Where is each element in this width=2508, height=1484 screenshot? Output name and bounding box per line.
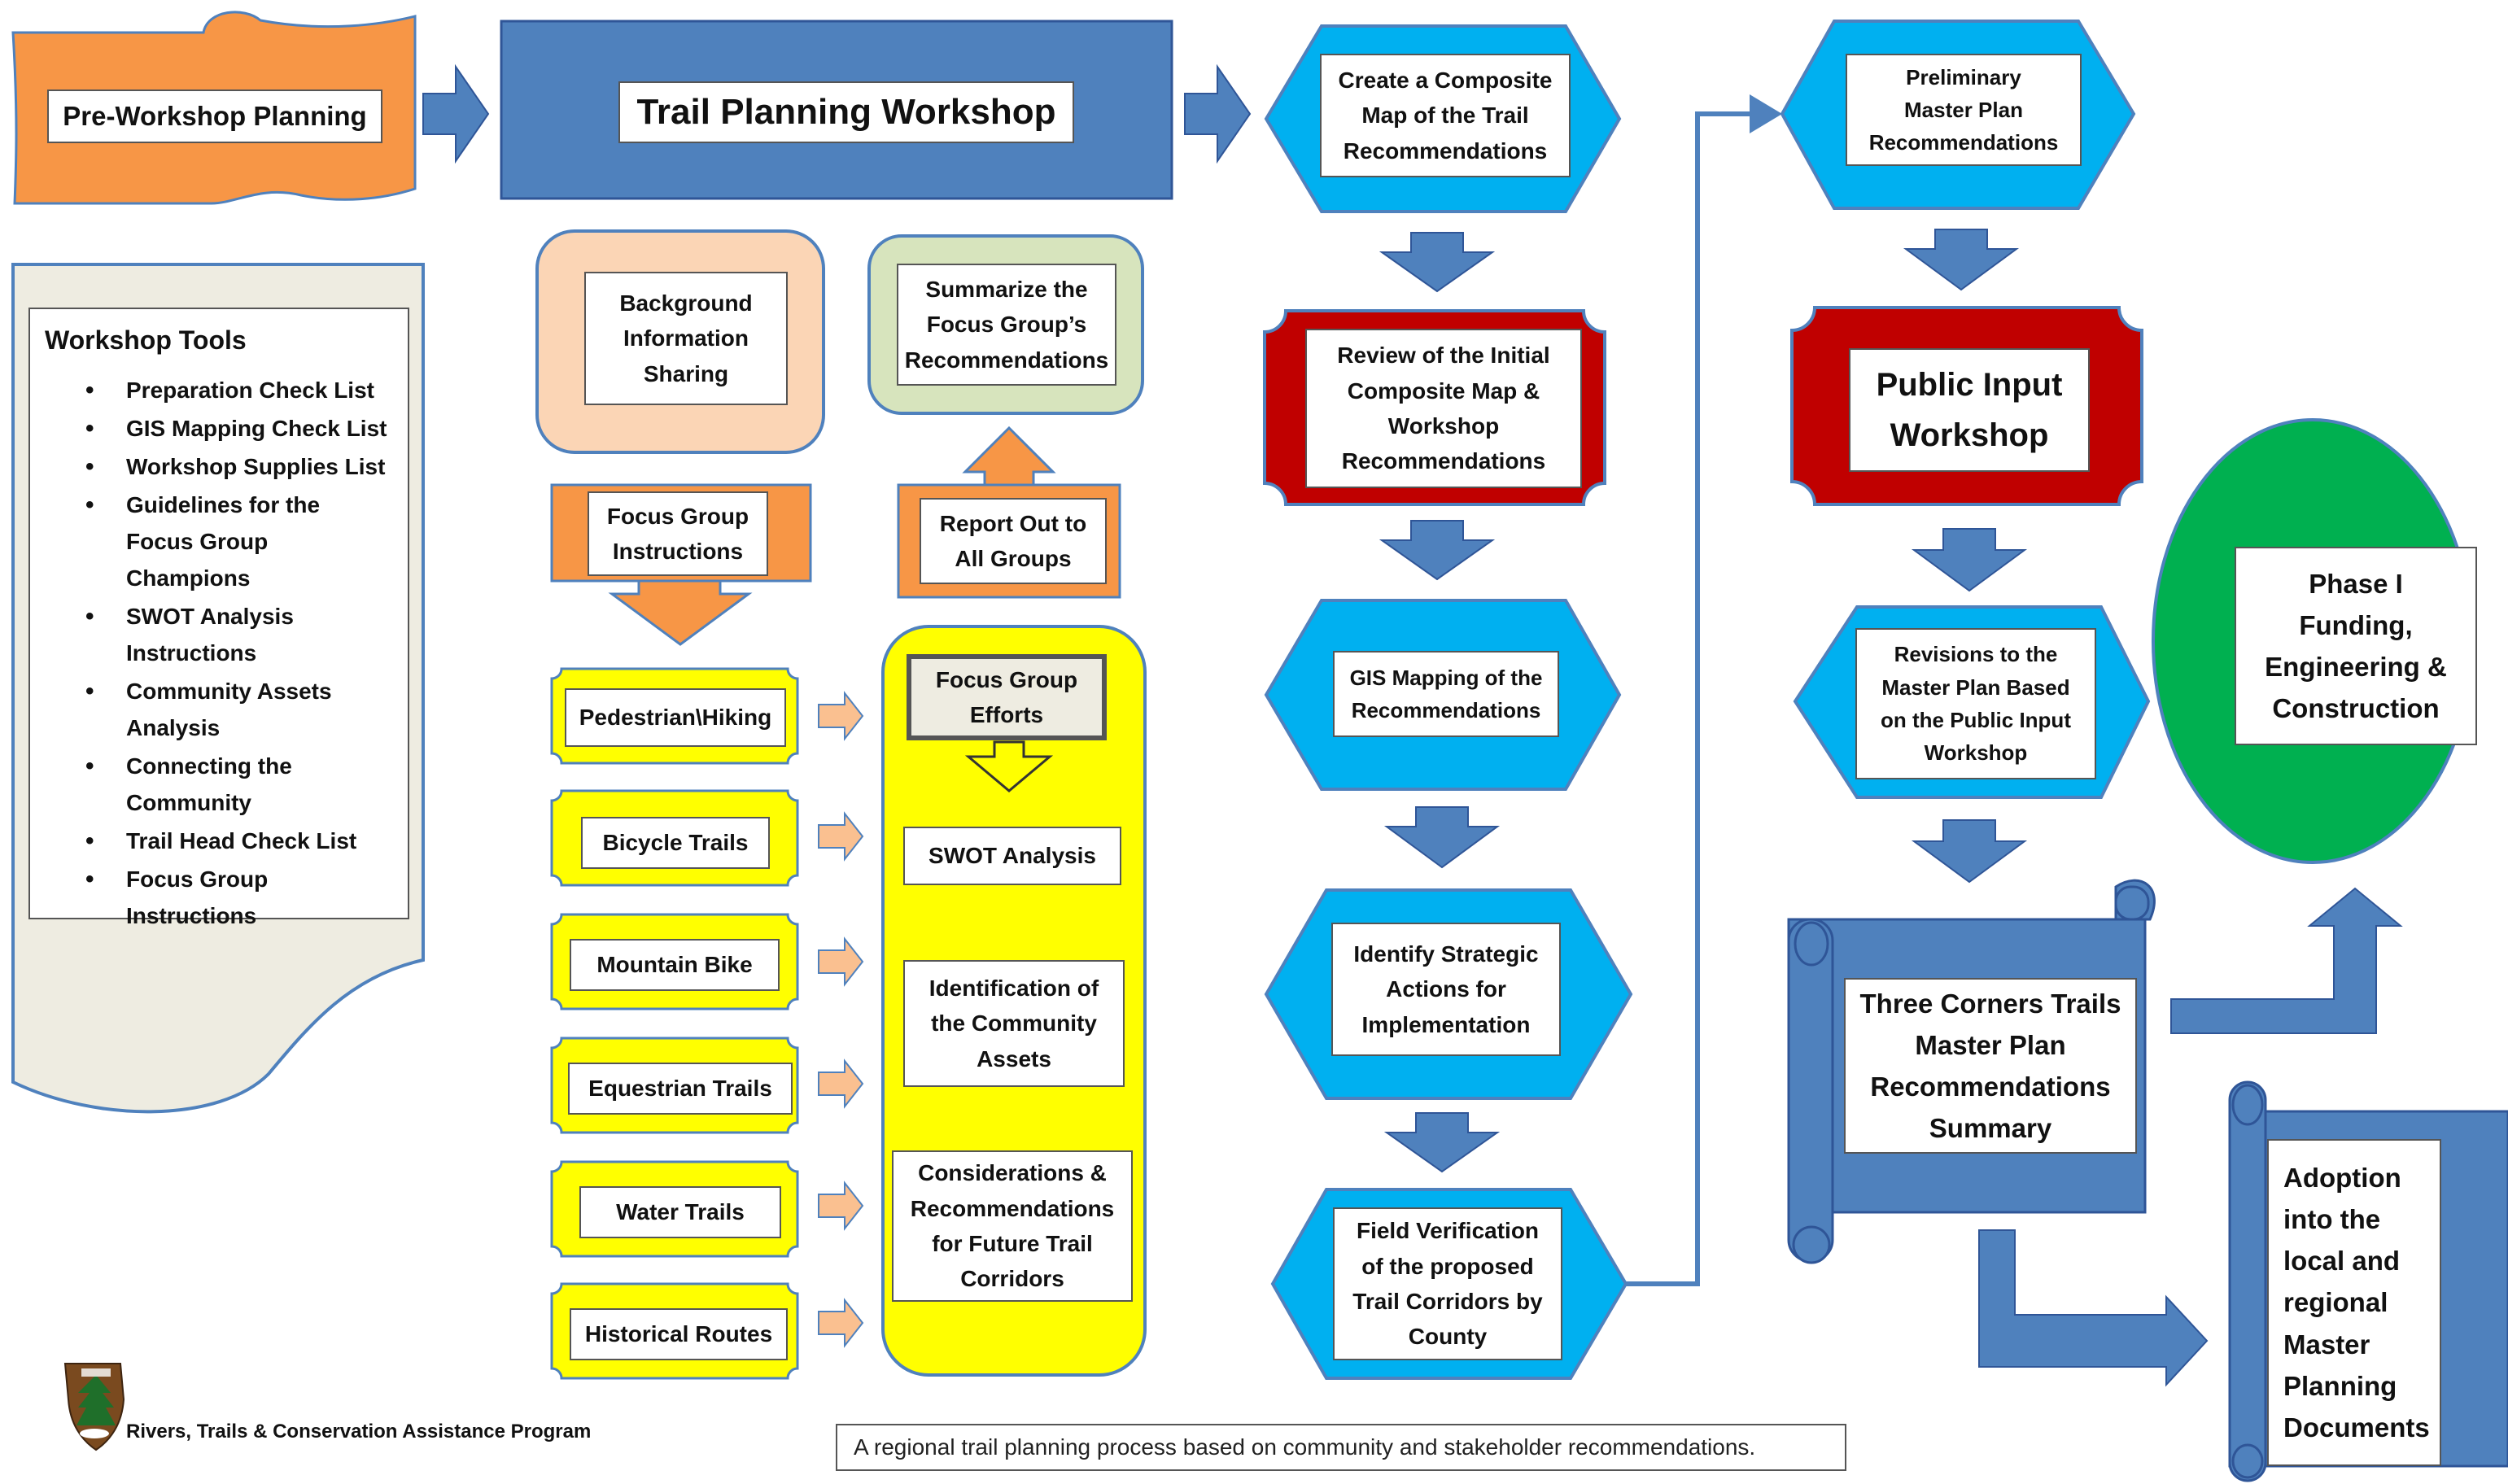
tool-item: Community Assets Analysis [85, 673, 393, 746]
preliminary-plan-label: Preliminary Master Plan Recommendations [1846, 54, 2082, 166]
diagram-caption: A regional trail planning process based … [836, 1424, 1846, 1471]
arrow-preliminary-down [1903, 229, 2020, 291]
focus-group-arrows [818, 691, 864, 1348]
arrow-composite-down [1379, 232, 1496, 293]
arrow-revisions-down [1911, 819, 2028, 884]
arrow-pre-to-workshop [422, 63, 490, 164]
report-out-label: Report Out to All Groups [920, 498, 1107, 584]
focus-group-equestrian: Equestrian Trails [568, 1063, 793, 1115]
focus-group-mountain-bike: Mountain Bike [570, 939, 780, 991]
composite-map-label: Create a Composite Map of the Trail Reco… [1320, 54, 1571, 177]
tool-item: Workshop Supplies List [85, 448, 393, 485]
efforts-swot: SWOT Analysis [903, 827, 1121, 885]
arrow-public-down [1911, 528, 2028, 592]
efforts-assets: Identification of the Community Assets [903, 960, 1125, 1087]
phase-one-label: Phase I Funding, Engineering & Construct… [2235, 547, 2477, 745]
arrow-gis-down [1383, 806, 1501, 869]
tool-item: Guidelines for the Focus Group Champions [85, 487, 393, 596]
summarize-label: Summarize the Focus Group’s Recommendati… [897, 264, 1116, 386]
arrow-report-up [962, 426, 1056, 487]
review-initial-label: Review of the Initial Composite Map & Wo… [1305, 329, 1582, 488]
focus-instructions-label: Focus Group Instructions [588, 491, 768, 576]
summary-label: Three Corners Trails Master Plan Recomme… [1844, 978, 2137, 1154]
nps-logo [63, 1363, 125, 1451]
identify-actions-label: Identify Strategic Actions for Implement… [1331, 923, 1561, 1056]
arrow-efforts-down [964, 740, 1054, 792]
focus-group-pedestrian: Pedestrian\Hiking [565, 688, 786, 747]
tool-item: SWOT Analysis Instructions [85, 598, 393, 671]
connector-arrowhead [1750, 94, 1782, 133]
tool-item: GIS Mapping Check List [85, 410, 393, 447]
background-label: Background Information Sharing [584, 272, 788, 405]
efforts-header: Focus Group Efforts [907, 654, 1107, 740]
workshop-tools-panel: Workshop Tools Preparation Check List GI… [28, 308, 409, 928]
program-name: Rivers, Trails & Conservation Assistance… [126, 1421, 592, 1443]
tool-item: Preparation Check List [85, 372, 393, 408]
pre-workshop-label: Pre-Workshop Planning [47, 89, 382, 143]
arrow-summary-to-adoption [1978, 1229, 2209, 1387]
tool-item: Connecting the Community [85, 748, 393, 821]
gis-mapping-label: GIS Mapping of the Recommendations [1333, 651, 1559, 737]
focus-group-bicycle: Bicycle Trails [581, 817, 770, 869]
tool-item: Trail Head Check List [85, 823, 393, 859]
adoption-label: Adoption into the local and regional Mas… [2267, 1139, 2441, 1466]
arrow-instructions-down [608, 579, 753, 646]
efforts-considerations: Considerations & Recommendations for Fut… [892, 1150, 1133, 1302]
public-input-label: Public Input Workshop [1849, 348, 2090, 472]
arrow-identify-down [1383, 1112, 1501, 1173]
arrow-review-down [1379, 520, 1496, 581]
tool-item: Focus Group Instructions [85, 861, 393, 934]
arrow-workshop-to-composite [1184, 63, 1252, 164]
workshop-tools-title: Workshop Tools [45, 325, 247, 355]
trail-workshop-title: Trail Planning Workshop [618, 81, 1074, 143]
connector-field-to-preliminary [1626, 111, 1766, 1286]
arrow-summary-to-phase [2170, 887, 2403, 1034]
workshop-tools-list: Preparation Check List GIS Mapping Check… [45, 372, 393, 934]
focus-group-plaques [550, 667, 799, 1380]
revisions-label: Revisions to the Master Plan Based on th… [1855, 628, 2096, 779]
field-verification-label: Field Verification of the proposed Trail… [1333, 1207, 1562, 1360]
focus-group-water: Water Trails [579, 1186, 781, 1238]
focus-group-historical: Historical Routes [570, 1308, 788, 1360]
